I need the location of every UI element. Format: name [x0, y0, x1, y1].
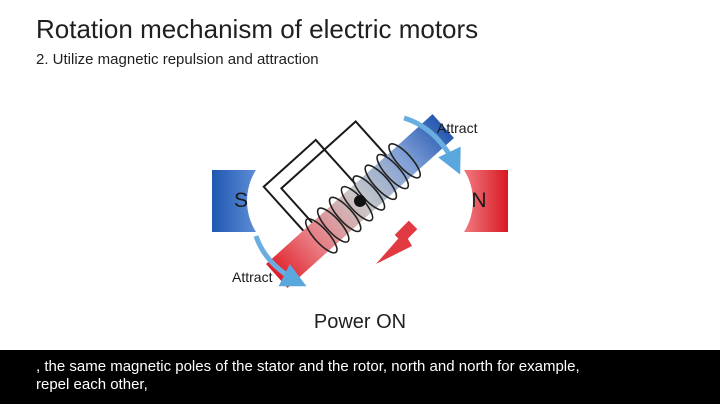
slide-title: Rotation mechanism of electric motors: [36, 14, 479, 44]
rotor-assembly: [262, 114, 454, 288]
subtitle-line-2: repel each other,: [36, 376, 148, 393]
stator-north-magnet: [464, 170, 508, 232]
wire-loop: [279, 120, 390, 227]
rotor-axle: [354, 195, 366, 207]
slide-subtitle: 2. Utilize magnetic repulsion and attrac…: [36, 51, 319, 68]
current-arrow: [376, 218, 418, 264]
attract-arrow-top: [403, 115, 461, 175]
stator-south-magnet: [212, 170, 256, 232]
subtitle-line-1: , the same magnetic poles of the stator …: [36, 358, 580, 375]
wire-loop-lower: [262, 138, 358, 233]
stator-north-label: N: [471, 189, 486, 212]
motor-diagram: S N Attract Attract: [212, 114, 508, 288]
power-state-caption: Power ON: [313, 311, 407, 333]
attract-arrow-bottom: [253, 235, 307, 287]
video-subtitles: , the same magnetic poles of the stator …: [36, 358, 676, 394]
subtitle-bar: [0, 350, 720, 404]
attract-label-top: Attract: [437, 120, 478, 136]
stator-south-label: S: [234, 189, 248, 212]
attract-label-bottom: Attract: [232, 269, 273, 285]
